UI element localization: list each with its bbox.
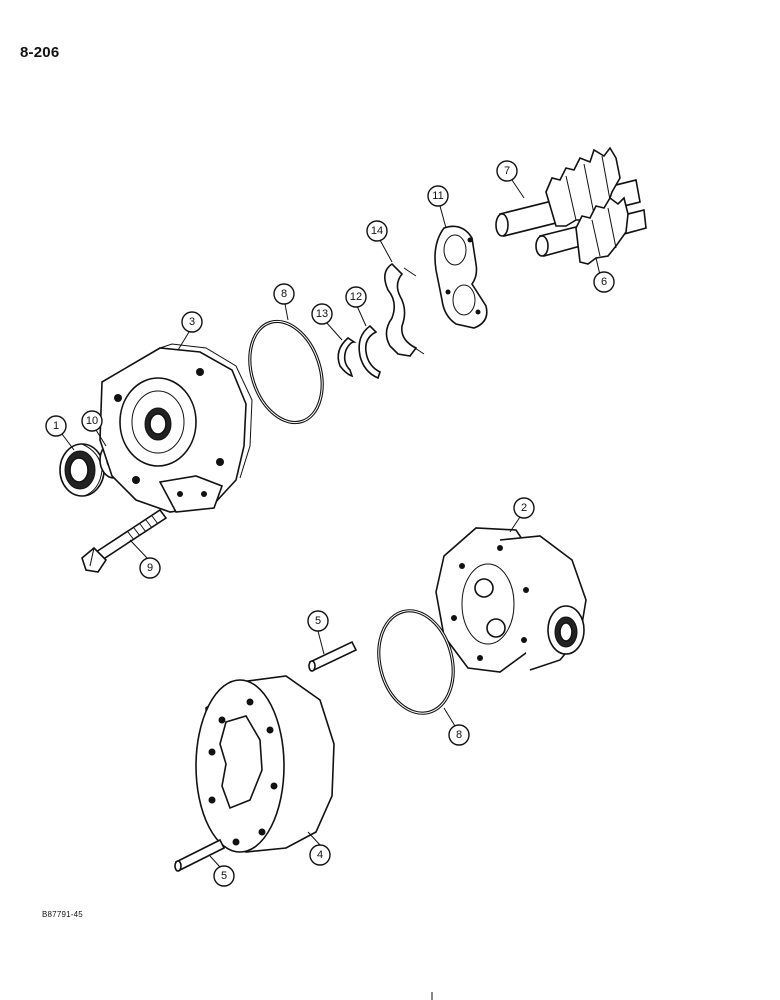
callout-6: 6 [593, 271, 615, 293]
callout-5-upper-label: 5 [315, 615, 321, 627]
callout-10-label: 10 [86, 415, 98, 427]
figure-code: B87791-45 [42, 910, 83, 919]
callout-9-label: 9 [147, 562, 153, 574]
dowel-pin-upper-part [308, 640, 358, 672]
callout-11: 11 [427, 185, 449, 207]
callout-5-lower: 5 [213, 865, 235, 887]
drive-gear-part [495, 146, 641, 237]
callout-10: 10 [81, 410, 103, 432]
callout-7-label: 7 [504, 165, 510, 177]
seal-part [59, 443, 105, 497]
o-ring-upper-part [248, 319, 324, 425]
callout-4-label: 4 [317, 849, 323, 861]
callout-4: 4 [309, 844, 331, 866]
o-ring-lower-part [377, 609, 455, 715]
front-cover-part [99, 343, 253, 513]
callout-11-label: 11 [432, 190, 443, 202]
seal-clip-part [337, 336, 357, 378]
callout-3-label: 3 [189, 316, 195, 328]
callout-7: 7 [496, 160, 518, 182]
callout-1-label: 1 [53, 420, 59, 432]
callout-9: 9 [139, 557, 161, 579]
dowel-pin-lower-part [174, 838, 226, 872]
leader-lines [61, 179, 601, 868]
callout-12: 12 [345, 286, 367, 308]
bolt-part [81, 508, 168, 573]
rear-housing-part [435, 527, 587, 673]
backup-ring-part [358, 324, 381, 380]
callout-13-label: 13 [316, 308, 328, 320]
callout-8-lower-label: 8 [456, 729, 462, 741]
gear-housing-part [195, 675, 335, 853]
callout-14-label: 14 [371, 225, 383, 237]
callout-1: 1 [45, 415, 67, 437]
callout-5-lower-label: 5 [221, 870, 227, 882]
callout-13: 13 [311, 303, 333, 325]
callout-6-label: 6 [601, 276, 607, 288]
callout-12-label: 12 [350, 291, 362, 303]
callout-2: 2 [513, 497, 535, 519]
callout-2-label: 2 [521, 502, 527, 514]
page-number: 8-206 [20, 44, 60, 61]
callout-5-upper: 5 [307, 610, 329, 632]
callout-3: 3 [181, 311, 203, 333]
callout-14: 14 [366, 220, 388, 242]
driven-gear-part [535, 196, 647, 265]
wear-plate-seal-part [384, 262, 425, 357]
callout-8-upper-label: 8 [281, 288, 287, 300]
callout-8-upper: 8 [273, 283, 295, 305]
wear-plate-part [434, 225, 488, 329]
callout-8-lower: 8 [448, 724, 470, 746]
